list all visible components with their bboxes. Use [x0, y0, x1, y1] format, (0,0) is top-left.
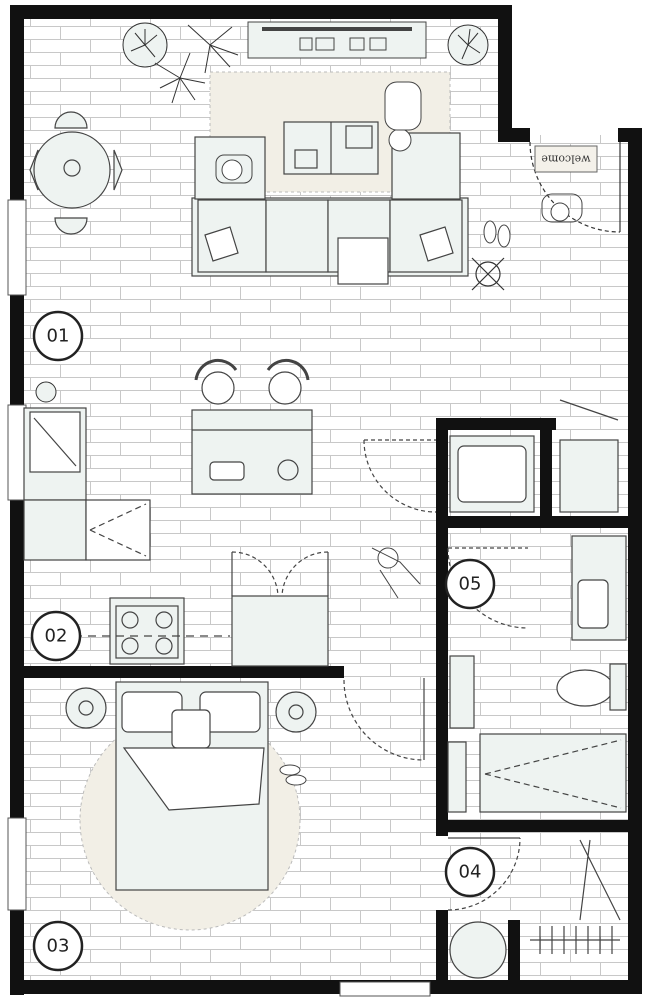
- wall-bottom: [10, 980, 642, 994]
- pantry-cabinet: [231, 551, 329, 667]
- water-heater: [449, 921, 507, 979]
- wall-top-right: [498, 5, 512, 137]
- person-entry: [541, 193, 583, 223]
- room-label-01-text: 01: [47, 326, 70, 347]
- cushion-left: [204, 226, 239, 262]
- cutting-board: [209, 461, 245, 481]
- palm-plant: [154, 24, 239, 104]
- kitchen-island: [191, 409, 313, 495]
- bar-stools: [194, 359, 310, 405]
- room-labels: 01 02 03 04 05: [30, 310, 496, 972]
- bar-stool-right: [268, 371, 302, 405]
- room-label-04: 04: [444, 846, 496, 898]
- nightstand-left: [65, 687, 107, 729]
- coffee-table: [283, 121, 379, 175]
- sofa-throw: [337, 237, 389, 285]
- room-label-05: 05: [444, 558, 496, 610]
- cushion-right: [419, 226, 454, 262]
- plants: [35, 22, 489, 403]
- laundry: [363, 399, 619, 513]
- bath-wall-left: [436, 418, 448, 836]
- room-label-04-text: 04: [459, 862, 482, 883]
- bathtub: [479, 733, 627, 813]
- wall-entry-top: [498, 128, 530, 142]
- dryer: [559, 439, 619, 513]
- window-kitchen: [7, 404, 27, 501]
- dining-chair-top: [54, 111, 88, 129]
- laundry-divider: [540, 418, 552, 528]
- wall-right: [628, 142, 642, 990]
- laundry-wall-bottom: [436, 516, 628, 528]
- window-bottom: [339, 981, 431, 997]
- nightstand-right: [275, 691, 317, 733]
- wall-entry-right-top: [618, 128, 642, 142]
- bedroom-door: [343, 678, 425, 761]
- stove: [60, 597, 230, 665]
- sofa: [191, 132, 469, 285]
- room-label-03: 03: [32, 920, 84, 972]
- bedroom-wall: [24, 666, 344, 678]
- bathroom: [447, 535, 627, 813]
- doormat: welcome: [534, 145, 598, 173]
- window-living: [7, 199, 27, 296]
- person-standing: [384, 81, 422, 152]
- dining-table: [33, 131, 111, 209]
- windows: [7, 199, 431, 997]
- dining-chair-right: [113, 149, 123, 191]
- wall-top: [10, 5, 498, 19]
- bar-stool-left: [201, 371, 235, 405]
- slippers: [279, 220, 511, 786]
- room-label-03-text: 03: [47, 936, 70, 957]
- floor-lamp: [471, 257, 505, 291]
- kitchen-counter: [23, 407, 151, 561]
- laundry-wall-top: [436, 418, 556, 430]
- duvet-fold: [122, 747, 265, 811]
- closet-divider: [508, 920, 520, 984]
- room-label-02-text: 02: [45, 626, 68, 647]
- hanging-clothes: [530, 839, 621, 954]
- fridge: [85, 499, 151, 561]
- room-label-01: 01: [32, 310, 84, 362]
- toilet: [556, 669, 614, 707]
- person-armchair: [215, 154, 253, 184]
- doormat-label: welcome: [541, 153, 590, 166]
- dining-set: [29, 111, 123, 235]
- nightstands: [65, 687, 317, 733]
- linen-shelf: [447, 655, 475, 813]
- person-hall: [371, 547, 421, 599]
- tv-console: [247, 21, 427, 59]
- bath-wall-bottom: [436, 820, 628, 832]
- dining-chair-bottom: [54, 217, 88, 235]
- bed: [115, 681, 269, 891]
- room-label-02: 02: [30, 610, 82, 662]
- closet-wall-left: [436, 910, 448, 990]
- room-label-05-text: 05: [459, 574, 482, 595]
- kitchen-plant: [35, 381, 57, 403]
- closet: [447, 837, 621, 979]
- island-plant: [277, 459, 299, 481]
- window-bedroom: [7, 817, 27, 911]
